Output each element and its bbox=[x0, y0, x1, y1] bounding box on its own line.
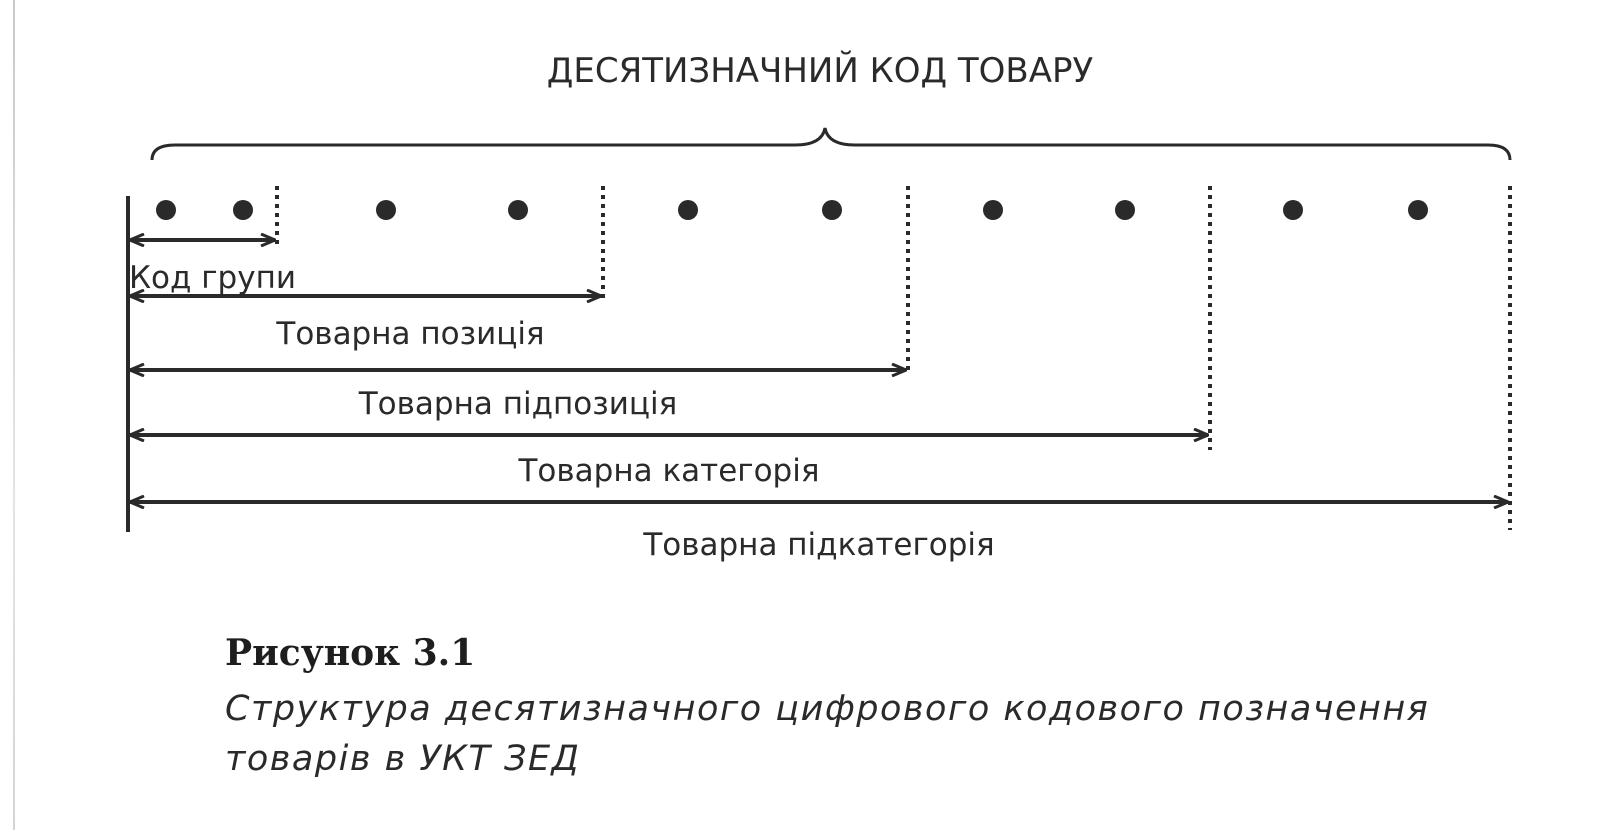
digit-dot bbox=[1115, 200, 1135, 220]
level-subheading: Товарна підпозиція bbox=[130, 370, 906, 422]
code-brace bbox=[150, 127, 1512, 161]
subcategory-label: Товарна підкатегорія bbox=[642, 527, 994, 563]
digit-dot bbox=[822, 200, 842, 220]
level-dividers bbox=[275, 186, 1512, 530]
code-structure-diagram: ДЕСЯТИЗНАЧНИЙ КОД ТОВАРУ Код групи Товар… bbox=[126, 50, 1512, 563]
group-code-label: Код групи bbox=[129, 260, 296, 296]
heading-label: Товарна позиція bbox=[275, 316, 544, 352]
digit-dot bbox=[1408, 200, 1428, 220]
digit-dot bbox=[233, 200, 253, 220]
level-category: Товарна категорія bbox=[130, 435, 1208, 489]
level-subcategory: Товарна підкатегорія bbox=[130, 502, 1508, 563]
digit-dot bbox=[1283, 200, 1303, 220]
digit-dots bbox=[156, 200, 1428, 220]
level-group-code: Код групи bbox=[129, 240, 296, 296]
digit-dot bbox=[508, 200, 528, 220]
page-edge-line bbox=[13, 0, 15, 830]
digit-dot bbox=[156, 200, 176, 220]
category-label: Товарна категорія bbox=[517, 453, 819, 489]
subheading-label: Товарна підпозиція bbox=[358, 386, 678, 422]
figure-caption: Структура десятизначного цифрового кодов… bbox=[225, 689, 1430, 779]
figure-label: Рисунок 3.1 bbox=[225, 632, 476, 674]
digit-dot bbox=[983, 200, 1003, 220]
digit-dot bbox=[376, 200, 396, 220]
digit-dot bbox=[678, 200, 698, 220]
level-spans: Код групи Товарна позиція Товарна підпоз… bbox=[129, 240, 1508, 563]
level-heading: Товарна позиція bbox=[130, 296, 601, 352]
diagram-title: ДЕСЯТИЗНАЧНИЙ КОД ТОВАРУ bbox=[547, 50, 1094, 91]
